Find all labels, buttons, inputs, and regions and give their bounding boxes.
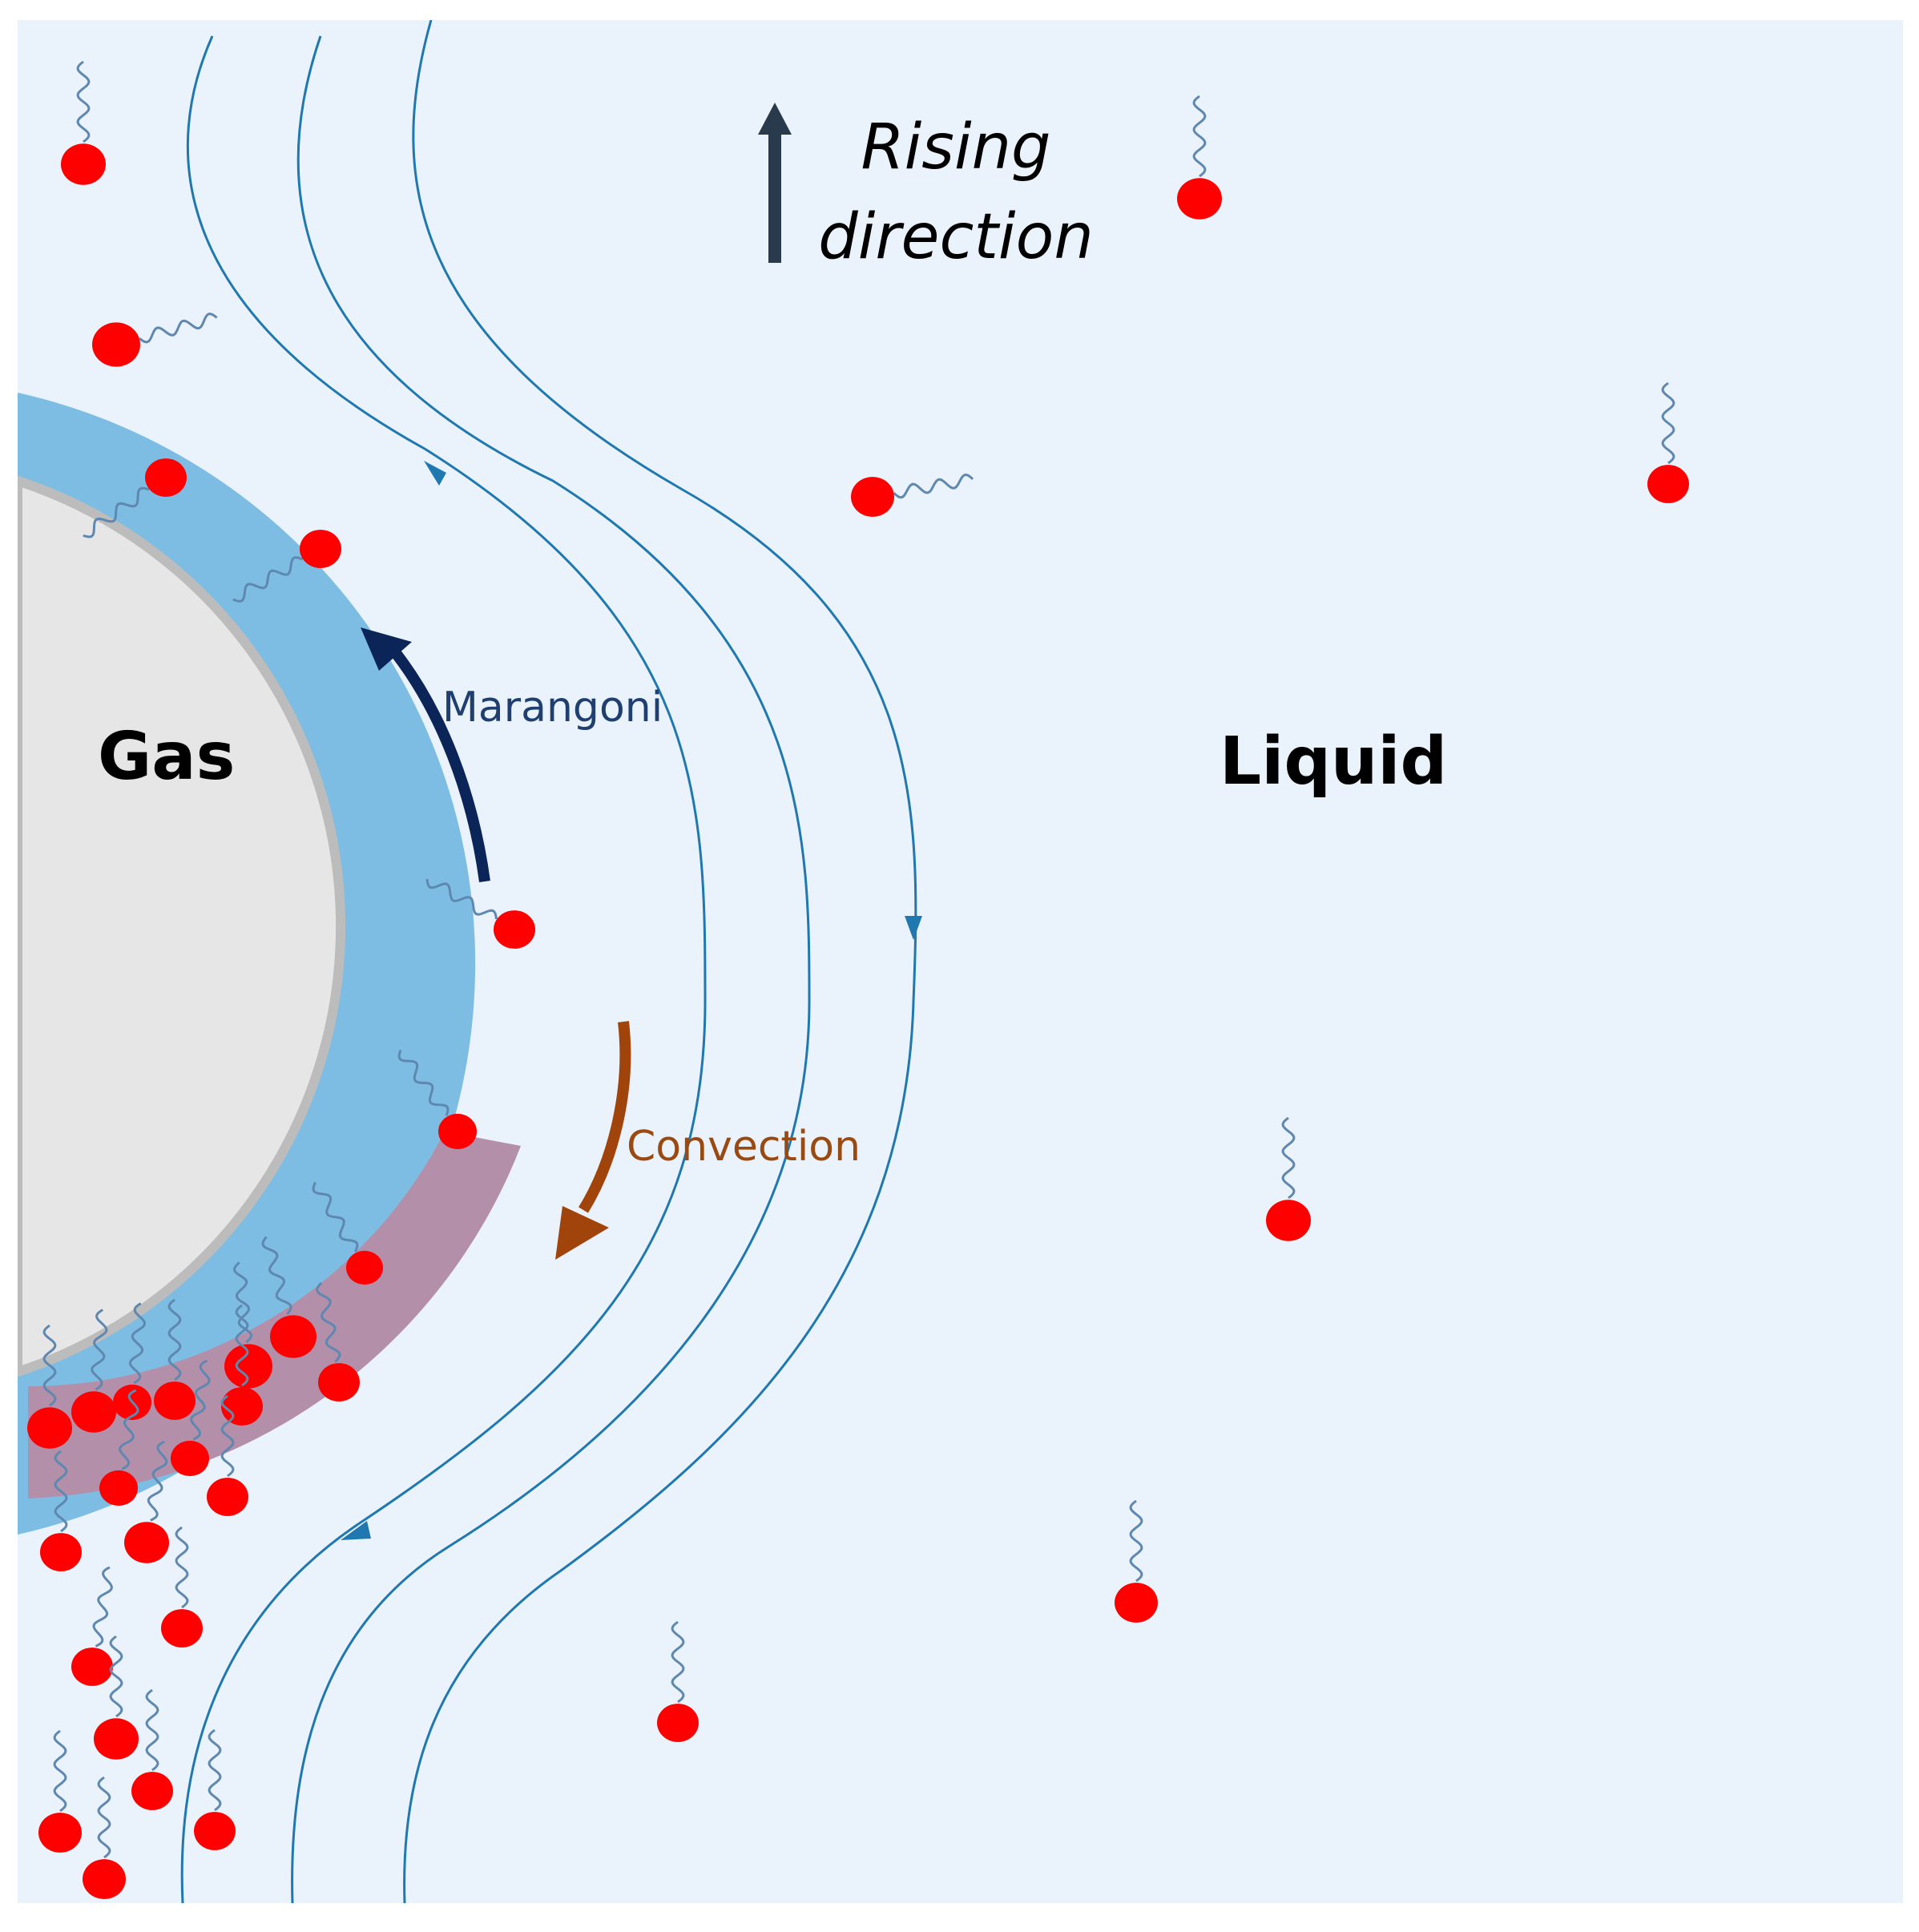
surfactant-head xyxy=(154,1381,196,1420)
surfactant-head xyxy=(1115,1583,1158,1623)
surfactant-head xyxy=(318,1363,360,1402)
surfactant-tail xyxy=(893,473,974,499)
convection-label: Convection xyxy=(627,1123,861,1171)
surfactant-tail xyxy=(83,486,150,538)
surfactant-tail xyxy=(397,1049,450,1116)
surfactant-head xyxy=(83,1859,126,1899)
surfactant-head xyxy=(300,530,341,568)
surfactant-molecules xyxy=(27,60,1689,1899)
surfactant-head xyxy=(161,1609,203,1648)
surfactant-tail xyxy=(92,1566,113,1648)
surfactant-head xyxy=(207,1478,248,1516)
surfactant-head xyxy=(438,1113,477,1150)
streamline-middle xyxy=(291,35,811,1903)
surfactant-tail xyxy=(671,1620,685,1704)
surfactant-tail xyxy=(42,1324,57,1407)
surfactant-head xyxy=(1647,465,1689,503)
streamline-arrowhead xyxy=(905,916,922,940)
surfactant-head xyxy=(40,1533,82,1571)
surfactant-tail xyxy=(97,1776,111,1859)
surfactant-tail xyxy=(119,1389,139,1470)
surfactant-tail xyxy=(425,878,498,920)
surfactant-tail xyxy=(1192,95,1207,178)
surfactant-head xyxy=(131,1772,173,1810)
streamline-inner xyxy=(180,35,707,1903)
rising-direction-arrow xyxy=(758,103,792,263)
surfactant-tail xyxy=(316,1281,341,1363)
surfactant-head xyxy=(61,143,106,185)
surfactant-head xyxy=(145,458,187,497)
surfactant-tail xyxy=(261,1236,292,1315)
surfactant-head xyxy=(171,1440,209,1477)
surfactant-tail xyxy=(232,556,304,603)
marangoni-arrow xyxy=(388,645,490,882)
surfactant-head xyxy=(494,910,535,949)
surfactant-tail xyxy=(145,1688,159,1772)
surfactant-tail xyxy=(109,1635,123,1718)
surfactant-tail xyxy=(235,1304,249,1387)
surfactant-tail xyxy=(91,1309,108,1391)
surfactant-tail xyxy=(208,1728,222,1812)
surfactant-tail xyxy=(190,1359,211,1441)
surfactant-tail xyxy=(175,1526,189,1609)
surfactant-head xyxy=(94,1718,139,1760)
surfactant-tail xyxy=(1661,381,1675,465)
convection-arrowhead xyxy=(555,1206,609,1260)
surfactant-head xyxy=(224,1344,272,1389)
surfactant-head xyxy=(194,1812,236,1850)
surfactant-head xyxy=(124,1522,169,1563)
marangoni-label: Marangoni xyxy=(442,684,663,732)
streamlines xyxy=(180,20,917,1903)
rising-direction-label-line1: Rising xyxy=(861,111,1050,184)
surfactant-head xyxy=(1177,178,1222,220)
surfactant-tail xyxy=(53,1729,67,1813)
surfactant-head xyxy=(221,1387,263,1426)
surfactant-tail xyxy=(1281,1116,1296,1200)
surfactant-tail xyxy=(1129,1499,1143,1583)
surfactant-head xyxy=(657,1704,699,1742)
surfactant-head xyxy=(1266,1200,1311,1241)
surfactant-head xyxy=(71,1648,113,1686)
surfactant-head xyxy=(92,322,140,367)
surfactant-tail xyxy=(147,1440,168,1522)
rising-direction-label-line2: direction xyxy=(818,201,1094,273)
rising-arrow-head xyxy=(758,103,792,135)
streamline-arrowhead xyxy=(424,461,446,486)
surfactant-tail xyxy=(54,1450,68,1533)
surfactant-tail xyxy=(167,1298,182,1381)
surfactant-head xyxy=(38,1813,82,1853)
surfactant-tail xyxy=(76,60,91,143)
gas-label: Gas xyxy=(98,719,235,795)
streamline-arrowhead xyxy=(341,1521,371,1540)
surfactant-head xyxy=(99,1470,138,1506)
streamline-outer xyxy=(403,20,917,1903)
surfactant-head xyxy=(27,1407,72,1449)
surfactant-tail xyxy=(128,1302,147,1385)
gas-bubble xyxy=(18,475,346,1377)
convection-arrow xyxy=(579,1021,631,1213)
surfactant-tail xyxy=(312,1181,359,1252)
stagnant-cap xyxy=(28,1131,521,1498)
surfactant-head xyxy=(71,1391,116,1433)
surfactant-head xyxy=(851,477,894,517)
surfactant-head xyxy=(270,1315,316,1358)
marangoni-arrowhead xyxy=(361,627,412,671)
liquid-label: Liquid xyxy=(1220,724,1447,800)
surfactant-tail xyxy=(139,313,218,344)
surfactant-tail xyxy=(220,1394,235,1478)
surfactant-head xyxy=(346,1250,383,1285)
